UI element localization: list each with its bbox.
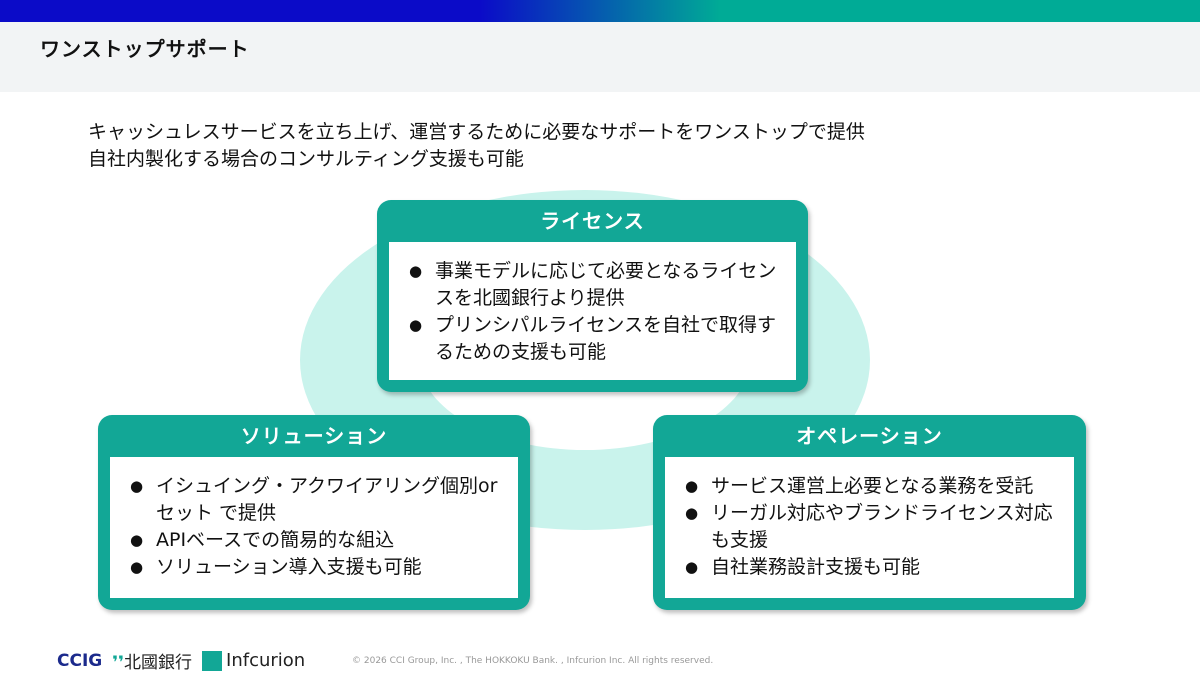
copyright: © 2026 CCI Group, Inc. , The HOKKOKU Ban…: [352, 656, 714, 666]
ccig-logo: CCIG: [57, 650, 103, 671]
list-item: 事業モデルに応じて必要となるライセンスを北國銀行より提供: [403, 258, 782, 312]
page-title: ワンストップサポート: [40, 37, 250, 61]
infcurion-mark-icon: [202, 650, 223, 671]
list-item: APIベースでの簡易的な組込: [124, 527, 504, 554]
list-item: サービス運営上必要となる業務を受託: [679, 473, 1060, 500]
top-gradient-bar: [0, 0, 1200, 22]
box-title: ソリューション: [240, 424, 388, 448]
operation-box: オペレーション サービス運営上必要となる業務を受託 リーガル対応やブランドライセ…: [653, 415, 1086, 610]
infcurion-logo-text: Infcurion: [226, 650, 306, 671]
header-band: [0, 22, 1200, 92]
intro-line: キャッシュレスサービスを立ち上げ、運営するために必要なサポートをワンストップで提…: [88, 121, 865, 143]
hokkoku-logo-text: 北國銀行: [124, 653, 193, 673]
infcurion-logo: Infcurion: [202, 650, 305, 671]
list-item: プリンシパルライセンスを自社で取得するための支援も可能: [403, 312, 782, 366]
license-box: ライセンス 事業モデルに応じて必要となるライセンスを北國銀行より提供 プリンシパ…: [377, 200, 808, 392]
list-item: 自社業務設計支援も可能: [679, 554, 1060, 581]
list-item: イシュイング・アクワイアリング個別orセット で提供: [124, 473, 504, 527]
intro-line: 自社内製化する場合のコンサルティング支援も可能: [88, 148, 524, 170]
intro-text: キャッシュレスサービスを立ち上げ、運営するために必要なサポートをワンストップで提…: [88, 119, 865, 173]
box-title: オペレーション: [796, 424, 943, 448]
list-item: リーガル対応やブランドライセンス対応も支援: [679, 500, 1060, 554]
box-title: ライセンス: [540, 209, 645, 233]
solution-box: ソリューション イシュイング・アクワイアリング個別orセット で提供 APIベー…: [98, 415, 530, 610]
footer-logos: CCIG ❜❜北國銀行 Infcurion: [57, 648, 305, 673]
hokkoku-logo: ❜❜北國銀行: [112, 648, 192, 673]
hokkoku-mark-icon: ❜❜: [112, 653, 125, 673]
list-item: ソリューション導入支援も可能: [124, 554, 504, 581]
